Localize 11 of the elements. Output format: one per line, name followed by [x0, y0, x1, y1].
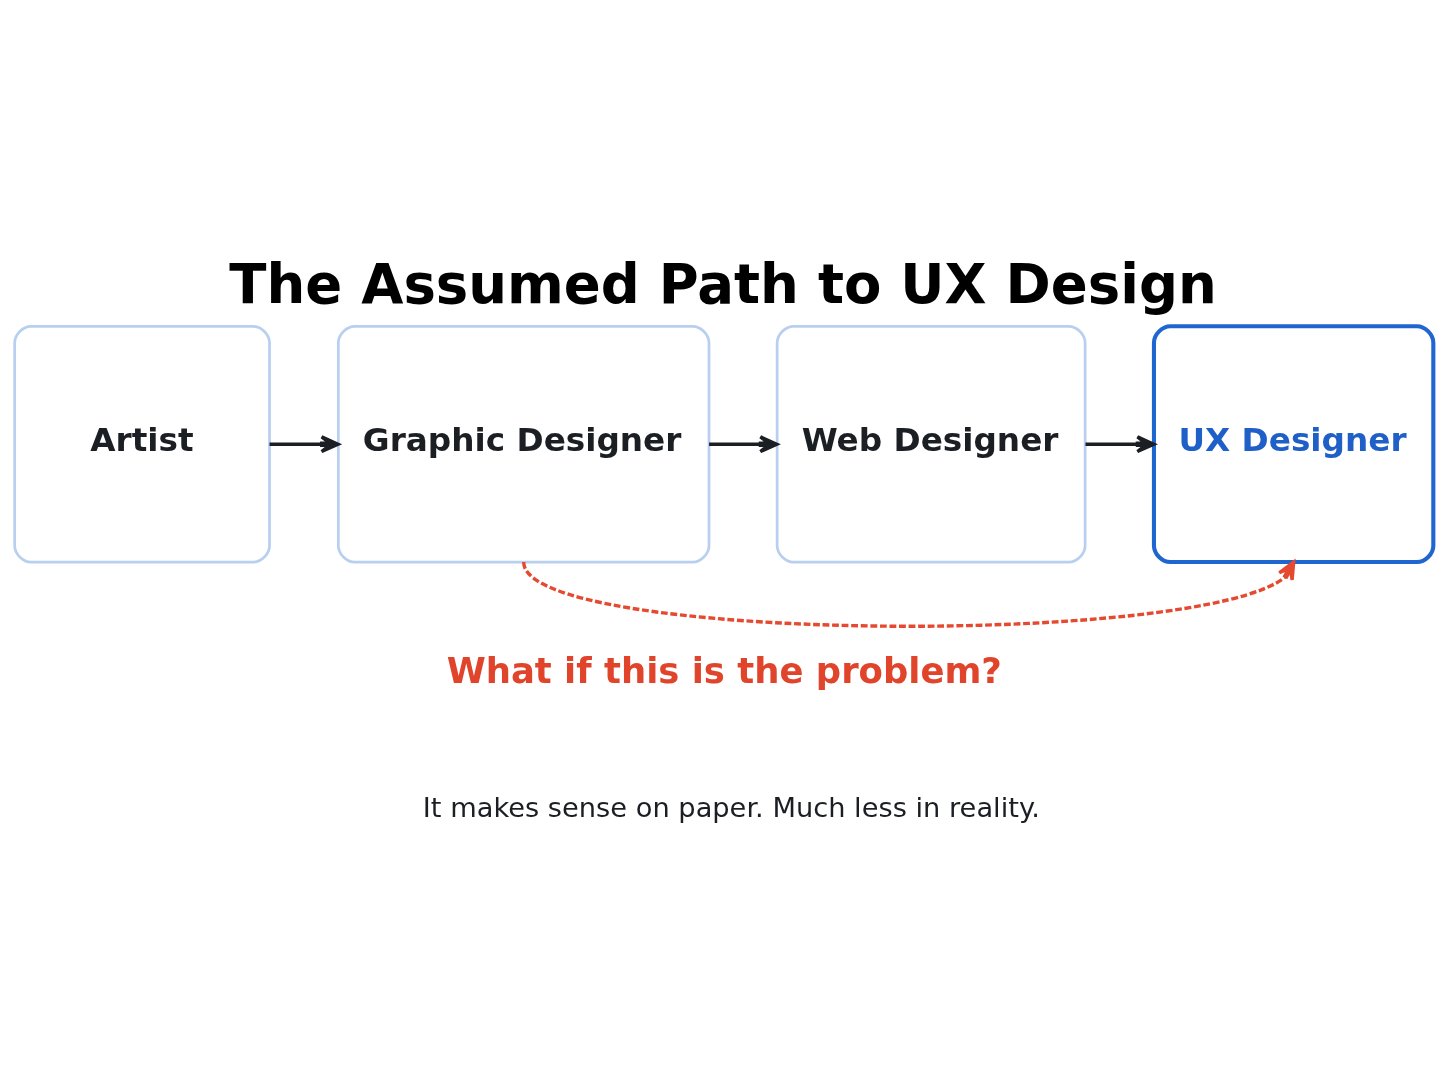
diagram-title: The Assumed Path to UX Design	[229, 252, 1217, 317]
label: It makes sense on paper. Much less in reality.	[422, 791, 1040, 823]
node-box: UX Designer	[1151, 324, 1436, 565]
node-box: Graphic Designer	[336, 324, 711, 564]
arrow	[709, 435, 779, 454]
node-box: Artist	[13, 324, 271, 564]
arrow	[522, 560, 1296, 628]
label: What if this is the problem?	[446, 650, 1002, 692]
node-box: Web Designer	[775, 324, 1087, 564]
arrow	[1085, 435, 1156, 454]
arrow	[269, 435, 340, 454]
